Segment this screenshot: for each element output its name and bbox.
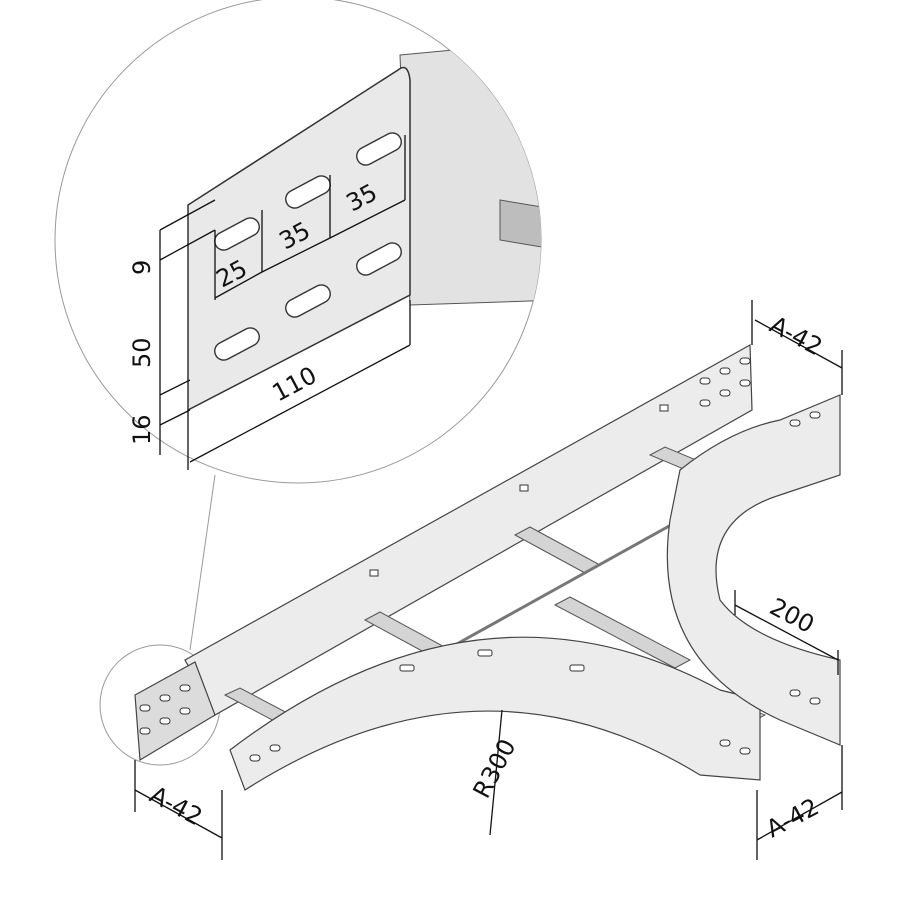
detail-leader-line — [189, 474, 216, 651]
cable-ladder-tee — [134, 343, 841, 791]
dim-bottom-offset: 16 — [128, 414, 156, 445]
detail-dimension-lines — [159, 135, 411, 470]
rail-slots — [139, 357, 821, 762]
splice-plate — [187, 66, 411, 412]
dim-slot-height: 9 — [128, 260, 156, 275]
dim-width-bottom-right: A-42 — [762, 793, 824, 844]
curved-rail-branch — [666, 394, 841, 746]
dim-radius: R300 — [468, 735, 522, 803]
dim-branch-length: 200 — [765, 593, 819, 639]
rail-end-left — [134, 661, 216, 762]
slots — [214, 132, 402, 361]
dim-slot-pitch-vertical: 50 — [128, 337, 156, 368]
detail-rail-back — [399, 39, 541, 306]
detail-magnifier: 9 50 16 25 35 35 110 — [54, 0, 542, 484]
curved-rail-front — [229, 636, 761, 791]
dim-width-bottom-left: A-42 — [145, 781, 207, 832]
rungs — [223, 446, 767, 733]
dim-width-top-right: A-42 — [765, 311, 827, 362]
main-dimension-lines — [134, 300, 843, 860]
